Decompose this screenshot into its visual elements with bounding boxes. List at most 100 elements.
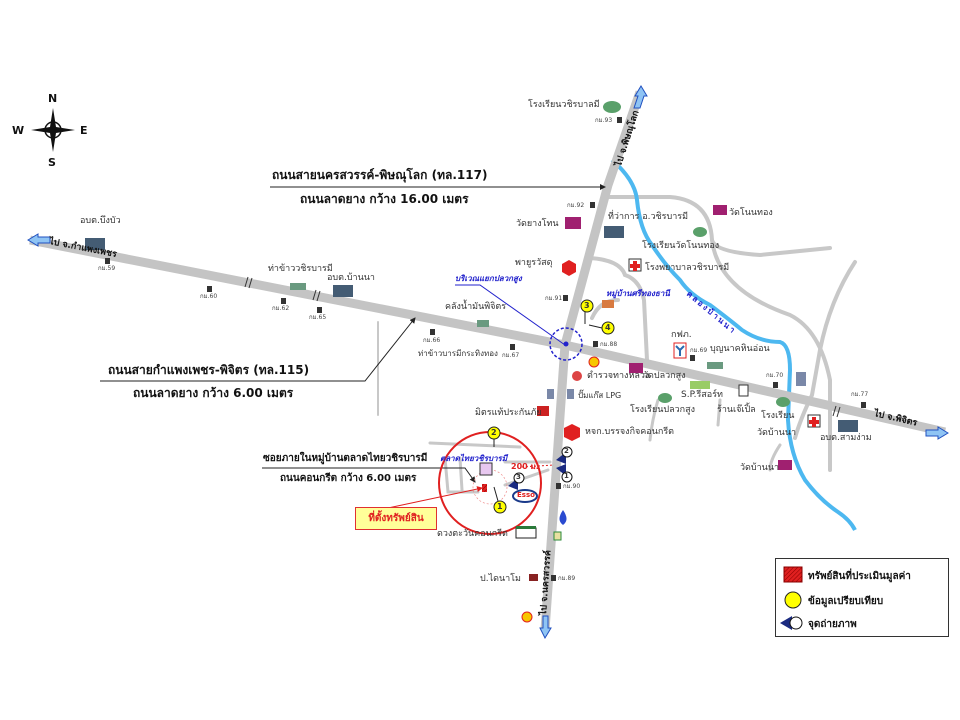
compass-west: W <box>12 124 25 137</box>
esso-icon <box>512 489 538 503</box>
place-label: วัดบ้านนา <box>740 463 780 473</box>
place-label: อบต.บึงบัว <box>80 216 121 226</box>
place-label: มิตรแท้ประกันภัย <box>475 408 542 418</box>
place-label: โรงพยาบาลวชิรบารมี <box>645 263 730 273</box>
place-label: โรงเรียนวชิรบาลมี <box>528 100 600 110</box>
compass-icon <box>31 108 75 152</box>
place-label: คลังน้ำมันพิจิตร <box>445 302 507 312</box>
market-icon <box>479 462 493 476</box>
compass-south: S <box>48 156 56 169</box>
place-label: ดวงตะวันคอนกรีต <box>437 529 508 539</box>
highway-117-desc: ถนนลาดยาง กว้าง 16.00 เมตร <box>300 192 469 206</box>
arrow-south-icon <box>539 615 552 640</box>
property-location-label: ที่ตั้งทรัพย์สิน <box>355 507 437 530</box>
km-label: กม.89 <box>558 575 576 582</box>
hardware-store-icon <box>562 260 576 276</box>
place-label: หจก.บรรจงกิจคอนกรีต <box>585 427 674 437</box>
km-label: กม.67 <box>502 352 520 359</box>
legend-comparable: ข้อมูลเปรียบเทียบ <box>808 596 884 607</box>
junction-label: บริเวณแยกปลวกสูง <box>455 274 522 283</box>
place-label: กฟภ. <box>671 330 692 340</box>
place-label: ปั๊มแก๊ส LPG <box>578 391 622 400</box>
km-label: กม.70 <box>766 372 784 379</box>
place-label: โรงเรียน <box>761 411 795 421</box>
photo-marker-2: 2 <box>564 447 569 455</box>
km-label: กม.77 <box>851 391 869 398</box>
place-label: วัดปลวกสูง <box>643 371 686 381</box>
legend: ทรัพย์สินที่ประเมินมูลค่า ข้อมูลเปรียบเท… <box>775 558 949 637</box>
place-label: ท่าข้าวบารมีกระทิงทอง <box>418 349 498 358</box>
school-icons <box>603 101 790 407</box>
resort-icon <box>690 381 710 389</box>
km-label: กม.62 <box>272 305 290 312</box>
property-area-circle <box>438 431 542 535</box>
distance-label: 200 ม. <box>511 462 539 471</box>
dynamo-shop-icon <box>529 574 538 581</box>
km-label: กม.66 <box>423 337 441 344</box>
km-label: กม.69 <box>690 347 708 354</box>
arrow-north-icon <box>633 85 648 109</box>
place-label: วัดยางโทน <box>516 219 559 229</box>
temple-icons <box>565 205 792 470</box>
km-label: กม.60 <box>200 293 218 300</box>
photo-markers <box>508 446 573 490</box>
legend-property-icon <box>783 566 803 583</box>
km-post-icons <box>105 117 866 581</box>
property-icon <box>482 484 487 492</box>
road-break-icons <box>244 276 841 418</box>
place-label: อบต.สามง่าม <box>820 433 872 443</box>
ptt-icon <box>559 510 567 525</box>
place-label: ตำรวจทางหลวง <box>587 371 650 381</box>
highway-115-title: ถนนสายกำแพงเพชร-พิจิตร (ทล.115) <box>108 363 310 377</box>
compass-north: N <box>48 92 58 105</box>
legend-icons <box>780 566 803 630</box>
km-label: กม.65 <box>309 314 327 321</box>
place-label: ป.ไดนาโม <box>480 574 521 584</box>
soi-desc: ถนนคอนกรีต กว้าง 6.00 เมตร <box>280 473 417 484</box>
km-label: กม.59 <box>98 265 116 272</box>
legend-property: ทรัพย์สินที่ประเมินมูลค่า <box>808 571 911 582</box>
market-label: ตลาดไทยวชิรบารมี <box>440 454 508 463</box>
soi-title: ซอยภายในหมู่บ้านตลาดไทยวชิรบารมี <box>263 453 428 464</box>
highway-117 <box>540 90 645 631</box>
shell-icon-south <box>521 611 533 623</box>
arrow-west-icon <box>27 233 51 247</box>
km-label: กม.91 <box>545 295 563 302</box>
place-label: ที่ว่าการ อ.วชิรบารมี <box>608 212 689 222</box>
legend-photo-point: จุดถ่ายภาพ <box>808 619 857 630</box>
comparable-marker-4: 4 <box>605 323 611 332</box>
comparable-marker-1: 1 <box>497 502 503 511</box>
km-label: กม.90 <box>563 483 581 490</box>
junction-circle <box>549 327 583 361</box>
comparable-marker-2: 2 <box>491 428 497 437</box>
place-label: S.P.รีสอร์ท <box>681 390 723 400</box>
concrete-plant-icon <box>515 527 537 539</box>
arrow-east-icon <box>925 426 949 440</box>
building-icons <box>85 226 858 432</box>
house-icon <box>602 300 614 308</box>
insurance-icon <box>537 406 549 416</box>
km-label: กม.92 <box>567 202 585 209</box>
place-label: ร้านเจ๊เปิ้ล <box>717 405 756 415</box>
hospital-icons <box>628 258 821 428</box>
minor-roads <box>377 195 857 494</box>
place-label: วัดบ้านนา <box>757 428 797 438</box>
gas-station-icon <box>796 372 806 386</box>
place-label: พายูรวัสดุ <box>515 258 553 268</box>
warehouse-icons <box>290 283 723 369</box>
legend-comparable-icon <box>784 591 802 609</box>
shell-icon <box>588 356 600 368</box>
place-label: โรงเรียนวัดโนนทอง <box>642 241 720 251</box>
lpg-icon <box>547 389 554 399</box>
legend-photo-icon <box>780 616 792 630</box>
place-label: โรงเรียนปลวกสูง <box>630 405 696 415</box>
place-label: บุญนาคหินอ่อน <box>710 344 770 354</box>
place-label: วัดโนนทอง <box>729 208 773 218</box>
highway-115 <box>29 235 947 437</box>
km-label: กม.88 <box>600 341 618 348</box>
km-label: กม.93 <box>595 117 613 124</box>
village-label: หมู่บ้านศรีทองธานี <box>606 289 670 298</box>
seven-eleven-icon <box>553 531 562 541</box>
